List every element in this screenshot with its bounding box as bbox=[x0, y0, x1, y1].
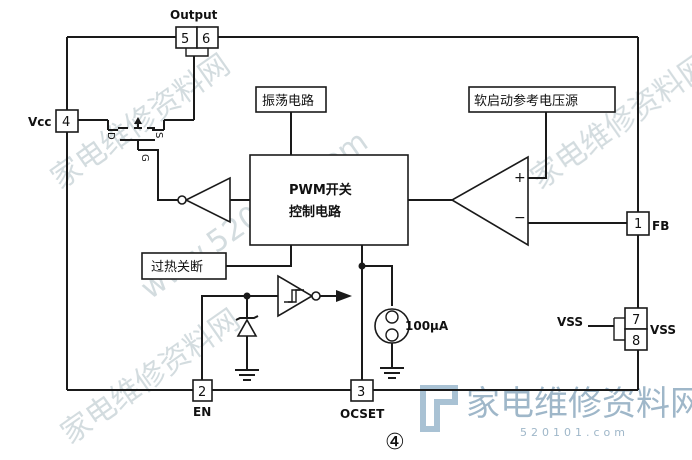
thermal-label: 过热关断 bbox=[151, 260, 203, 275]
en-pin: 2 EN bbox=[192, 379, 213, 419]
softstart-label: 软启动参考电压源 bbox=[474, 93, 578, 109]
amp-minus: − bbox=[514, 210, 526, 226]
pwm-line2: 控制电路 bbox=[289, 204, 342, 220]
mosfet-arrow bbox=[134, 117, 142, 124]
watermark-logo-domain: 520101.com bbox=[520, 426, 629, 439]
oscillator-label: 振荡电路 bbox=[262, 93, 314, 109]
fb-label: FB bbox=[652, 219, 669, 233]
watermark-brand-right: 家电维修资料网 bbox=[525, 47, 692, 196]
vss-left-label: VSS bbox=[557, 315, 583, 329]
pin-1 bbox=[626, 211, 650, 236]
ocset-pin: 3 OCSET bbox=[340, 379, 385, 421]
pin-8-number: 8 bbox=[632, 334, 640, 349]
pin-3-number: 3 bbox=[357, 385, 365, 400]
vcc-label: Vcc bbox=[28, 115, 52, 129]
en-label: EN bbox=[193, 405, 211, 419]
outer-frame bbox=[66, 36, 639, 391]
vss-pins: 7 8 VSS VSS bbox=[557, 307, 676, 351]
watermark-brand-bottom: 家电维修资料网 bbox=[55, 302, 247, 451]
pin-5-number: 5 bbox=[181, 32, 189, 47]
current-source-label: 100μA bbox=[405, 319, 449, 333]
pin-2-number: 2 bbox=[198, 385, 206, 400]
ocset-label: OCSET bbox=[340, 407, 385, 421]
thermal-shutdown-block: 过热关断 bbox=[141, 245, 292, 280]
pin-6-number: 6 bbox=[202, 32, 210, 47]
pin-3 bbox=[350, 379, 374, 402]
pin-2 bbox=[192, 379, 213, 402]
oscillator-block: 振荡电路 bbox=[255, 86, 327, 155]
amp-plus: + bbox=[514, 170, 526, 186]
figure-number: ④ bbox=[385, 430, 405, 455]
pin-4-number: 4 bbox=[62, 115, 70, 130]
pin-7-number: 7 bbox=[632, 313, 640, 328]
current-source-symbol bbox=[374, 308, 410, 344]
error-amplifier: + − bbox=[408, 155, 627, 247]
vcc-pin: Vcc 4 bbox=[28, 109, 108, 133]
watermark-logo-icon bbox=[420, 385, 458, 432]
pin-1-number: 1 bbox=[634, 217, 642, 232]
gate-driver-inverter bbox=[177, 176, 250, 224]
mosfet-g-label: G bbox=[139, 154, 150, 162]
output-pins: Output 5 6 bbox=[164, 8, 219, 121]
watermark-logo: 家电维修资料网 520101.com bbox=[420, 384, 692, 439]
mosfet-d-label: D bbox=[105, 132, 116, 140]
enable-arrow bbox=[336, 290, 352, 302]
fb-pin: 1 FB bbox=[626, 211, 669, 236]
vss-right-label: VSS bbox=[650, 323, 676, 337]
pwm-line1: PWM开关 bbox=[289, 182, 352, 198]
mosfet-s-label: S bbox=[153, 132, 164, 138]
enable-circuit bbox=[201, 274, 352, 381]
pwm-control-block: PWM开关 控制电路 bbox=[249, 154, 409, 246]
softstart-reference-block: 软启动参考电压源 bbox=[468, 86, 616, 179]
output-label: Output bbox=[170, 8, 218, 22]
ocset-circuit: 100μA bbox=[358, 245, 449, 380]
mosfet-symbol: D S G bbox=[105, 117, 165, 162]
